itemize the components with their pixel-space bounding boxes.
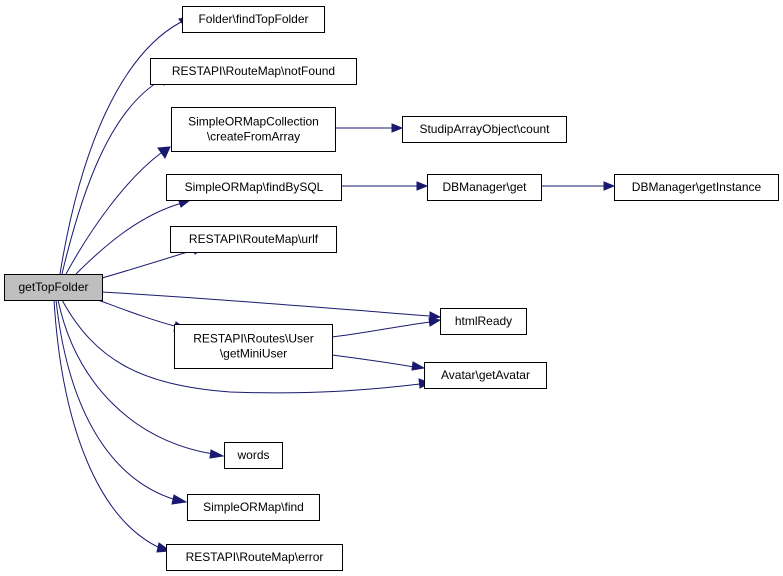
- node-label-getInstance: DBManager\getInstance: [632, 180, 762, 194]
- arrowhead-getTopFolder-to-createFromArray: [157, 146, 171, 160]
- node-label-error: RESTAPI\RouteMap\error: [186, 550, 324, 564]
- node-label-find: SimpleORMap\find: [203, 500, 304, 514]
- node-box-count[interactable]: [402, 116, 567, 143]
- node-box-findBySQL[interactable]: [166, 174, 342, 201]
- node-htmlReady[interactable]: htmlReady: [440, 308, 527, 335]
- node-dbget[interactable]: DBManager\get: [427, 174, 542, 201]
- node-box-findTopFolder[interactable]: [182, 6, 325, 33]
- node-box-htmlReady[interactable]: [440, 308, 527, 335]
- edge-getMiniUser-to-getAvatar: [331, 354, 415, 368]
- node-getAvatar[interactable]: Avatar\getAvatar: [424, 362, 547, 389]
- node-findTopFolder[interactable]: Folder\findTopFolder: [182, 6, 325, 33]
- node-label-urlf: RESTAPI\RouteMap\urlf: [189, 232, 319, 246]
- node-box-getInstance[interactable]: [614, 174, 779, 201]
- edge-getTopFolder-to-htmlReady: [101, 291, 431, 317]
- node-box-getTopFolder[interactable]: [4, 274, 103, 301]
- edges-layer: [53, 15, 616, 553]
- arrowhead-findBySQL-to-dbget: [416, 181, 429, 191]
- arrowhead-getTopFolder-to-find: [171, 494, 188, 505]
- node-createFromArray[interactable]: SimpleORMapCollection\createFromArray: [171, 107, 336, 152]
- edge-getTopFolder-to-getAvatar: [61, 299, 421, 394]
- node-box-dbget[interactable]: [427, 174, 542, 201]
- node-label-getTopFolder: getTopFolder: [18, 280, 88, 294]
- node-label-createFromArray-line-1: SimpleORMapCollection: [188, 115, 319, 129]
- arrowhead-dbget-to-getInstance: [603, 181, 616, 191]
- edge-getTopFolder-to-findBySQL: [75, 202, 183, 275]
- node-words[interactable]: words: [224, 442, 283, 469]
- edge-getTopFolder-to-notFound: [61, 79, 162, 275]
- node-urlf[interactable]: RESTAPI\RouteMap\urlf: [170, 226, 337, 253]
- edge-getTopFolder-to-find: [55, 299, 177, 501]
- node-label-getMiniUser-line-1: RESTAPI\Routes\User: [193, 332, 313, 346]
- node-box-error[interactable]: [166, 544, 343, 571]
- node-getTopFolder[interactable]: getTopFolder: [4, 274, 103, 301]
- nodes-layer: getTopFolder Folder\findTopFolderRESTAPI\…: [4, 6, 779, 571]
- arrowhead-getTopFolder-to-htmlReady: [429, 311, 442, 321]
- node-box-getMiniUser[interactable]: [174, 324, 333, 369]
- node-label-findTopFolder: Folder\findTopFolder: [198, 12, 308, 26]
- node-notFound[interactable]: RESTAPI\RouteMap\notFound: [150, 58, 357, 85]
- node-box-words[interactable]: [224, 442, 283, 469]
- node-box-find[interactable]: [187, 494, 320, 521]
- node-label-getMiniUser-line-2: \getMiniUser: [220, 347, 287, 361]
- node-label-words: words: [236, 448, 269, 462]
- edge-getTopFolder-to-findTopFolder: [59, 21, 182, 275]
- node-box-urlf[interactable]: [170, 226, 337, 253]
- node-count[interactable]: StudipArrayObject\count: [402, 116, 567, 143]
- node-getInstance[interactable]: DBManager\getInstance: [614, 174, 779, 201]
- node-box-notFound[interactable]: [150, 58, 357, 85]
- arrowhead-createFromArray-to-count: [391, 123, 404, 133]
- edge-getTopFolder-to-urlf: [101, 249, 195, 279]
- arrowhead-getMiniUser-to-getAvatar: [411, 361, 426, 371]
- arrowhead-getMiniUser-to-htmlReady: [428, 317, 442, 327]
- node-label-htmlReady: htmlReady: [455, 314, 512, 328]
- edge-getMiniUser-to-htmlReady: [331, 321, 431, 338]
- node-find[interactable]: SimpleORMap\find: [187, 494, 320, 521]
- node-label-count: StudipArrayObject\count: [419, 122, 550, 136]
- edge-getTopFolder-to-createFromArray: [65, 152, 162, 275]
- node-findBySQL[interactable]: SimpleORMap\findBySQL: [166, 174, 342, 201]
- node-label-notFound: RESTAPI\RouteMap\notFound: [172, 64, 335, 78]
- edge-getTopFolder-to-error: [53, 299, 161, 549]
- node-box-getAvatar[interactable]: [424, 362, 547, 389]
- node-label-findBySQL: SimpleORMap\findBySQL: [185, 180, 324, 194]
- node-box-createFromArray[interactable]: [171, 107, 336, 152]
- edge-getTopFolder-to-words: [57, 299, 214, 455]
- node-label-dbget: DBManager\get: [442, 180, 527, 194]
- edge-getTopFolder-to-getMiniUser: [97, 299, 179, 328]
- node-label-createFromArray-line-2: \createFromArray: [207, 130, 300, 144]
- node-error[interactable]: RESTAPI\RouteMap\error: [166, 544, 343, 571]
- arrowhead-getTopFolder-to-words: [209, 449, 225, 459]
- node-label-getAvatar: Avatar\getAvatar: [441, 368, 530, 382]
- node-getMiniUser[interactable]: RESTAPI\Routes\User\getMiniUser: [174, 324, 333, 369]
